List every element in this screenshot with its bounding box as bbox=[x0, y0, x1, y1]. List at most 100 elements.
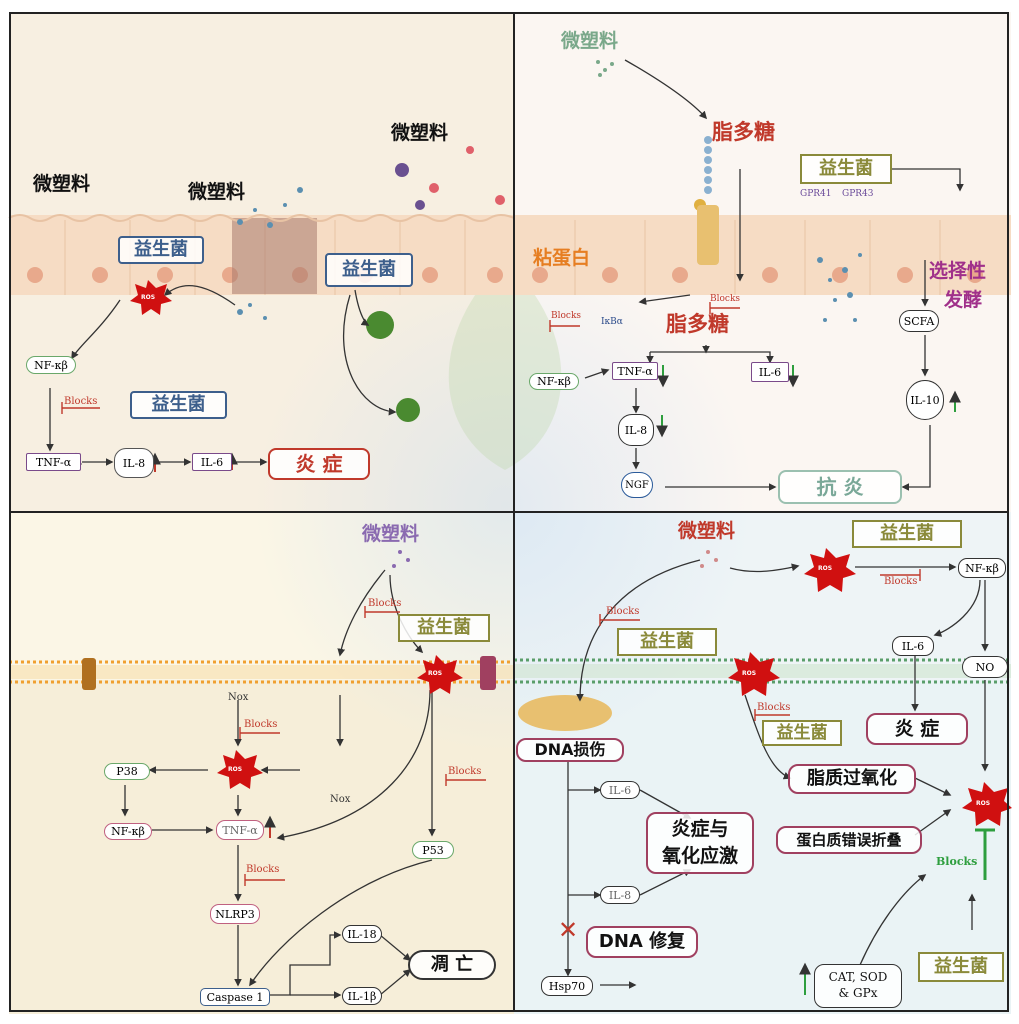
p1-microplastic-label-1: 微塑料 bbox=[33, 173, 91, 195]
p2-il6-node: IL-6 bbox=[751, 362, 789, 382]
p4-ros-text-1: ROS bbox=[818, 565, 833, 572]
p4-blocks-label-2: Blocks bbox=[606, 606, 640, 617]
ros-star-2 bbox=[417, 655, 463, 694]
p3-p53-node: P53 bbox=[412, 841, 454, 859]
p4-blocks-label-3: Blocks bbox=[757, 702, 791, 713]
p4-probiotic-box-1: 益生菌 bbox=[852, 520, 962, 548]
p1-microplastic-label-2: 微塑料 bbox=[188, 181, 246, 203]
p3-apoptosis-box: 凋 亡 bbox=[408, 950, 496, 980]
p1-microplastic-label-3: 微塑料 bbox=[391, 122, 449, 144]
p4-dna-repair-box: DNA 修复 bbox=[586, 926, 698, 958]
p4-no-node: NO bbox=[962, 656, 1008, 678]
p1-il6-node: IL-6 bbox=[192, 453, 232, 471]
p3-nlrp3-node: NLRP3 bbox=[210, 904, 260, 924]
p3-nfkb-node: NF-κβ bbox=[104, 823, 152, 840]
p2-probiotic-box: 益生菌 bbox=[800, 154, 892, 184]
p4-probiotic-box-4: 益生菌 bbox=[918, 952, 1004, 982]
cross-mark-icon: ✕ bbox=[558, 916, 579, 944]
p2-mucin-label: 粘蛋白 bbox=[533, 247, 591, 269]
p1-il8-node: IL-8 bbox=[114, 448, 154, 478]
p4-probiotic-box-3: 益生菌 bbox=[762, 720, 842, 746]
ros-star-5 bbox=[728, 652, 780, 696]
p4-probiotic-box-2: 益生菌 bbox=[617, 628, 717, 656]
p4-il8-node: IL-8 bbox=[600, 886, 640, 904]
p1-blocks-label: Blocks bbox=[64, 396, 98, 407]
p3-probiotic-box: 益生菌 bbox=[398, 614, 490, 642]
p2-lps-label-2: 脂多糖 bbox=[666, 312, 729, 336]
p1-probiotic-box-2: 益生菌 bbox=[325, 253, 413, 287]
panel2-epithelium bbox=[514, 215, 1011, 295]
p1-nfkb-node: NF-κβ bbox=[26, 356, 76, 374]
p4-lipid-peroxidation-box: 脂质过氧化 bbox=[788, 764, 916, 794]
p3-caspase-node: Caspase 1 bbox=[200, 988, 270, 1006]
green-block-bar bbox=[975, 828, 995, 880]
p4-hsp70-node: Hsp70 bbox=[541, 976, 593, 996]
ros-star-6 bbox=[962, 782, 1012, 826]
p4-cat-label: CAT, SOD bbox=[828, 970, 888, 985]
p2-ngf-node: NGF bbox=[621, 472, 653, 498]
p1-inflammation-box: 炎 症 bbox=[268, 448, 370, 480]
p2-gpr43-label: GPR43 bbox=[842, 189, 874, 199]
ros-star-3 bbox=[217, 750, 263, 789]
p2-il8-node: IL-8 bbox=[618, 414, 654, 446]
p3-blocks-label-1: Blocks bbox=[368, 598, 402, 609]
p1-probiotic-box-3: 益生菌 bbox=[130, 391, 227, 419]
p2-nfkb-node: NF-κβ bbox=[529, 373, 579, 390]
green-indicator-arrows bbox=[656, 365, 961, 995]
receptor-tlr bbox=[697, 136, 719, 265]
p3-microplastic-label: 微塑料 bbox=[362, 523, 420, 545]
mitochondrion bbox=[518, 695, 612, 731]
microplastic-particles bbox=[237, 60, 862, 568]
p4-il6-node-a: IL-6 bbox=[892, 636, 934, 656]
p2-scfa-node: SCFA bbox=[899, 310, 939, 332]
p4-misfolding-box: 蛋白质错误折叠 bbox=[776, 826, 922, 854]
p2-selective-label-1: 选择性 bbox=[929, 260, 987, 282]
p4-inflammation-box: 炎 症 bbox=[866, 713, 968, 745]
p3-blocks-label-2: Blocks bbox=[244, 719, 278, 730]
p4-stress-label-2: 氧化应激 bbox=[661, 845, 738, 867]
p2-gpr41-label: GPR41 bbox=[800, 189, 832, 199]
p1-ros-text: ROS bbox=[141, 294, 156, 301]
p4-blocks-label-4: Blocks bbox=[936, 855, 978, 868]
p2-blocks-label-1: Blocks bbox=[710, 294, 741, 304]
p3-ros-text-2: ROS bbox=[228, 766, 243, 773]
block-inhibitors bbox=[61, 302, 921, 886]
p3-tnf-node: TNF-α bbox=[216, 820, 264, 840]
p4-nfkb-node: NF-κβ bbox=[958, 558, 1006, 578]
p4-ros-text-2: ROS bbox=[742, 670, 757, 677]
panel3-arrows bbox=[121, 569, 436, 999]
p3-blocks-label-4: Blocks bbox=[246, 864, 280, 875]
p4-stress-label-1: 炎症与 bbox=[671, 818, 729, 841]
p4-il6-node-b: IL-6 bbox=[600, 781, 640, 799]
p4-stress-box: 炎症与 氧化应激 bbox=[646, 812, 754, 874]
p3-ros-text-1: ROS bbox=[428, 670, 443, 677]
p1-tnf-node: TNF-α bbox=[26, 453, 81, 471]
horizontal-divider bbox=[9, 511, 1009, 513]
p2-blocks-label-2: Blocks bbox=[551, 311, 582, 321]
p3-p38-node: P38 bbox=[104, 763, 150, 780]
panel1-epithelium bbox=[8, 214, 515, 295]
p2-lps-label-1: 脂多糖 bbox=[712, 120, 775, 144]
p1-probiotic-box-1: 益生菌 bbox=[118, 236, 204, 264]
panel1-arrows bbox=[46, 285, 397, 466]
p2-ikba-label: IκBα bbox=[601, 317, 623, 327]
panel2-arrows bbox=[584, 59, 964, 491]
p4-gpx-label: & GPx bbox=[838, 986, 878, 1000]
p4-dna-damage-box: DNA损伤 bbox=[516, 738, 624, 762]
p3-nox-label-1: Nox bbox=[228, 692, 249, 703]
p2-microplastic-label: 微塑料 bbox=[561, 30, 619, 52]
ros-star-4 bbox=[804, 548, 856, 592]
p4-ros-text-3: ROS bbox=[976, 800, 991, 807]
p3-il18-node: IL-18 bbox=[342, 925, 382, 943]
p4-microplastic-label: 微塑料 bbox=[678, 520, 736, 542]
p3-il1b-node: IL-1β bbox=[342, 987, 382, 1005]
p4-blocks-label-1: Blocks bbox=[884, 576, 918, 587]
p2-anti-inflammation-box: 抗 炎 bbox=[778, 470, 902, 504]
p2-il10-node: IL-10 bbox=[906, 380, 944, 420]
p3-nox-label-2: Nox bbox=[330, 794, 351, 805]
p3-blocks-label-3: Blocks bbox=[448, 766, 482, 777]
panel4-arrows bbox=[564, 559, 989, 989]
ros-star-1 bbox=[130, 280, 172, 315]
p4-antioxidant-box: CAT, SOD & GPx bbox=[814, 964, 902, 1008]
